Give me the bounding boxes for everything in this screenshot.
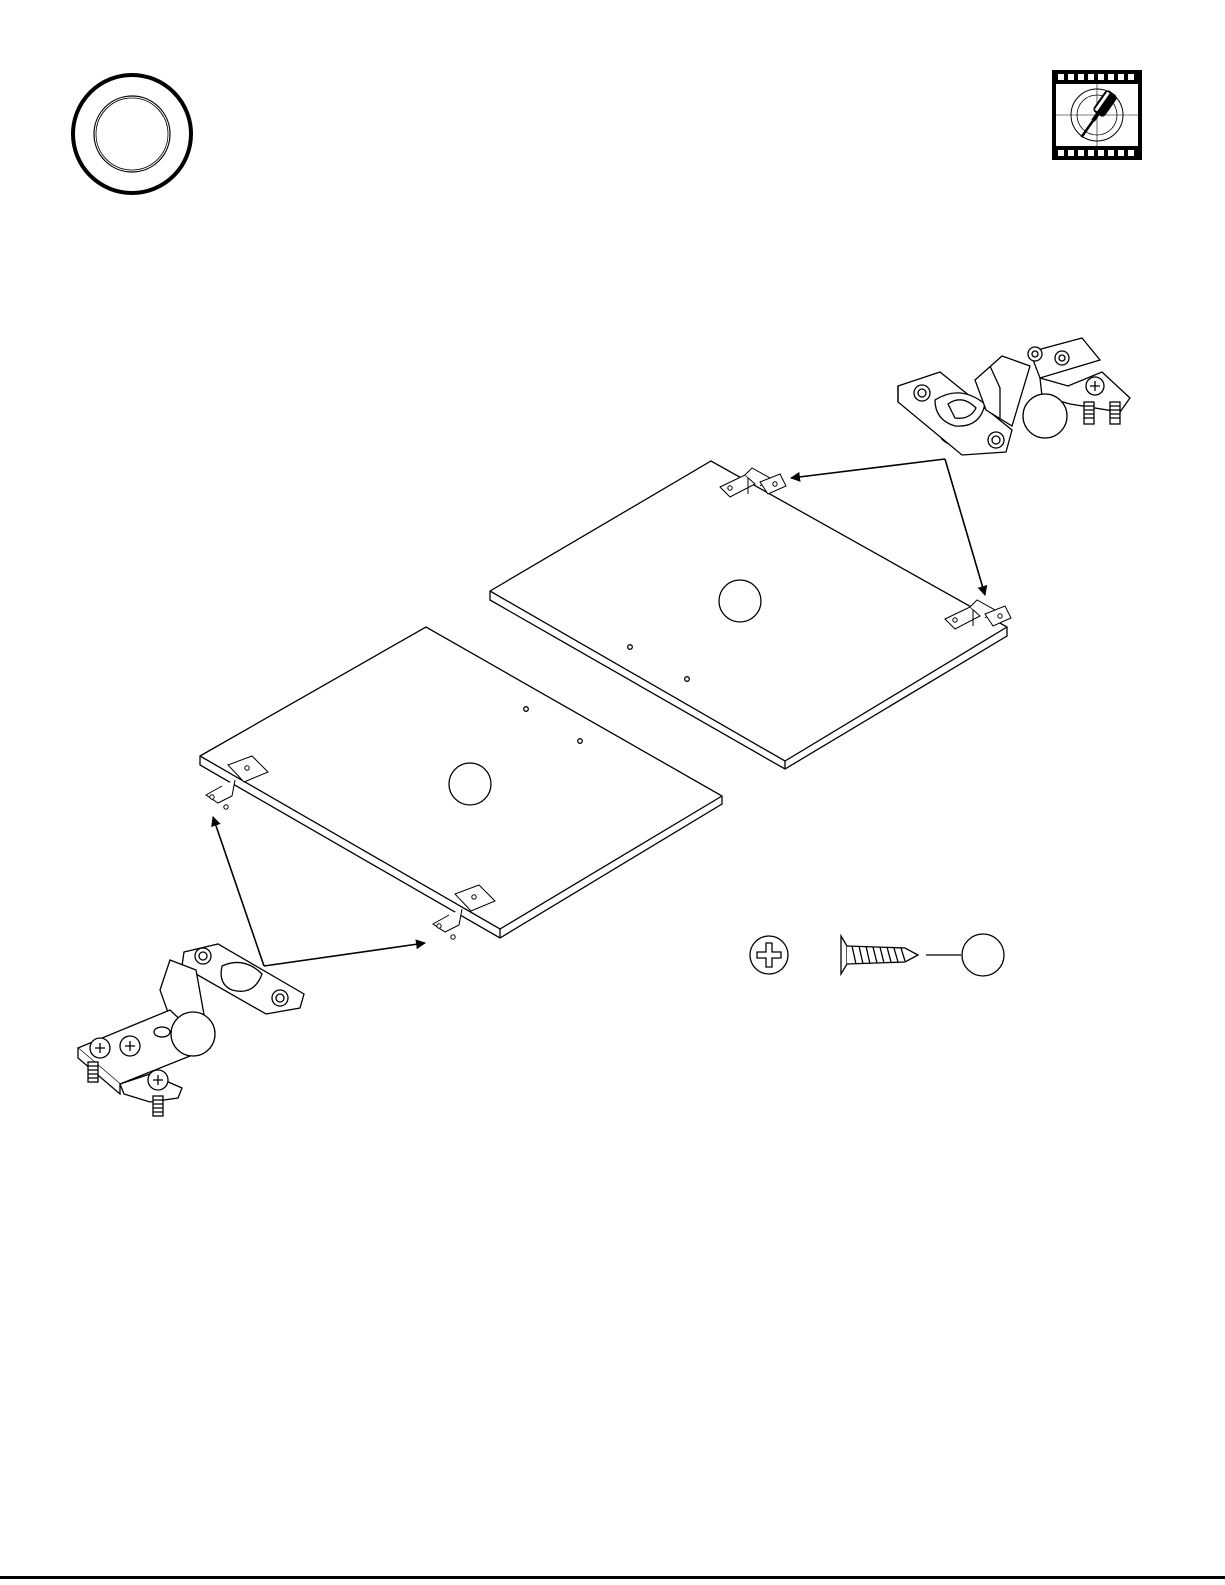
screw-callout — [926, 934, 1004, 976]
hinge-detail-top-right — [898, 338, 1130, 455]
phillips-head-icon — [750, 936, 788, 974]
flat-head-wood-screw-icon — [841, 936, 918, 974]
footer-rule — [0, 1576, 1225, 1579]
hinge-detail-bottom-left — [78, 944, 304, 1116]
